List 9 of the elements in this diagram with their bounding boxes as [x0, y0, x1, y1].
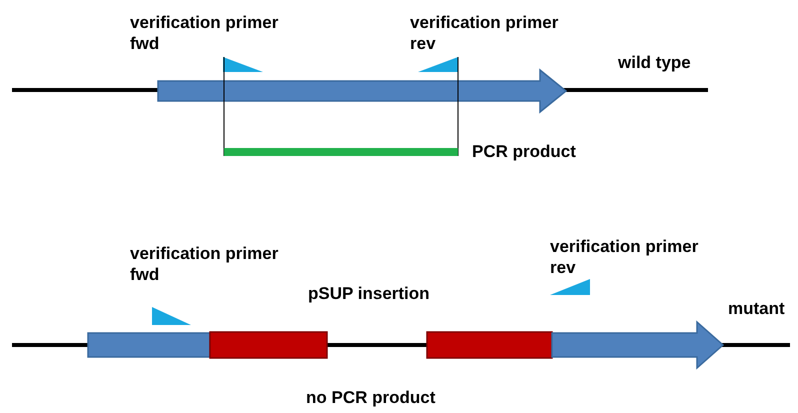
label-text: verification primer fwd — [130, 243, 280, 285]
label-text: verification primer fwd — [130, 12, 280, 54]
label-text: pSUP insertion — [308, 283, 431, 304]
label-text: PCR product — [472, 141, 577, 162]
label-text: no PCR product — [306, 387, 436, 408]
label-text: wild type — [618, 52, 692, 73]
label-text: verification primer rev — [550, 236, 700, 278]
label-text: verification primer rev — [410, 12, 560, 54]
label-text: mutant — [728, 298, 786, 319]
